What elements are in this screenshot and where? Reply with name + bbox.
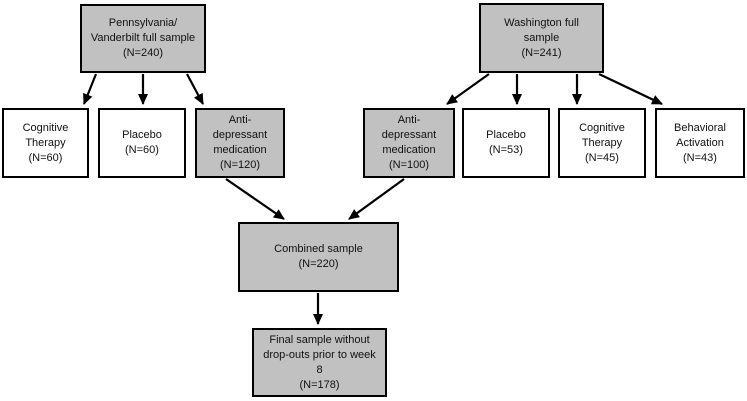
arrow-wa-to-behavioral-activation (598, 73, 663, 105)
arrow-pa-to-cognitive-therapy (82, 73, 98, 105)
box-behavioral-activation-n43: Behavioral Activation (N=43) (655, 108, 745, 178)
box-cognitive-therapy-n45: Cognitive Therapy (N=45) (558, 108, 646, 178)
arrow-pa-to-antidepressant (186, 73, 204, 105)
box-combined-sample: Combined sample (N=220) (238, 222, 399, 292)
box-placebo-n60: Placebo (N=60) (98, 108, 186, 178)
box-antidepressant-n120: Anti- depressant medication (N=120) (195, 108, 285, 178)
box-washington-sample: Washington full sample (N=241) (479, 3, 604, 73)
arrow-ad100-to-combined (348, 178, 405, 220)
box-cognitive-therapy-n60: Cognitive Therapy (N=60) (2, 108, 89, 178)
box-pennsylvania-vanderbilt-sample: Pennsylvania/ Vanderbilt full sample (N=… (80, 4, 206, 73)
box-placebo-n53: Placebo (N=53) (462, 108, 550, 178)
box-final-sample: Final sample without drop-outs prior to … (252, 328, 387, 397)
box-antidepressant-n100: Anti- depressant medication (N=100) (363, 108, 455, 178)
arrow-ad120-to-combined (225, 178, 285, 220)
arrow-wa-to-antidepressant (446, 73, 490, 105)
